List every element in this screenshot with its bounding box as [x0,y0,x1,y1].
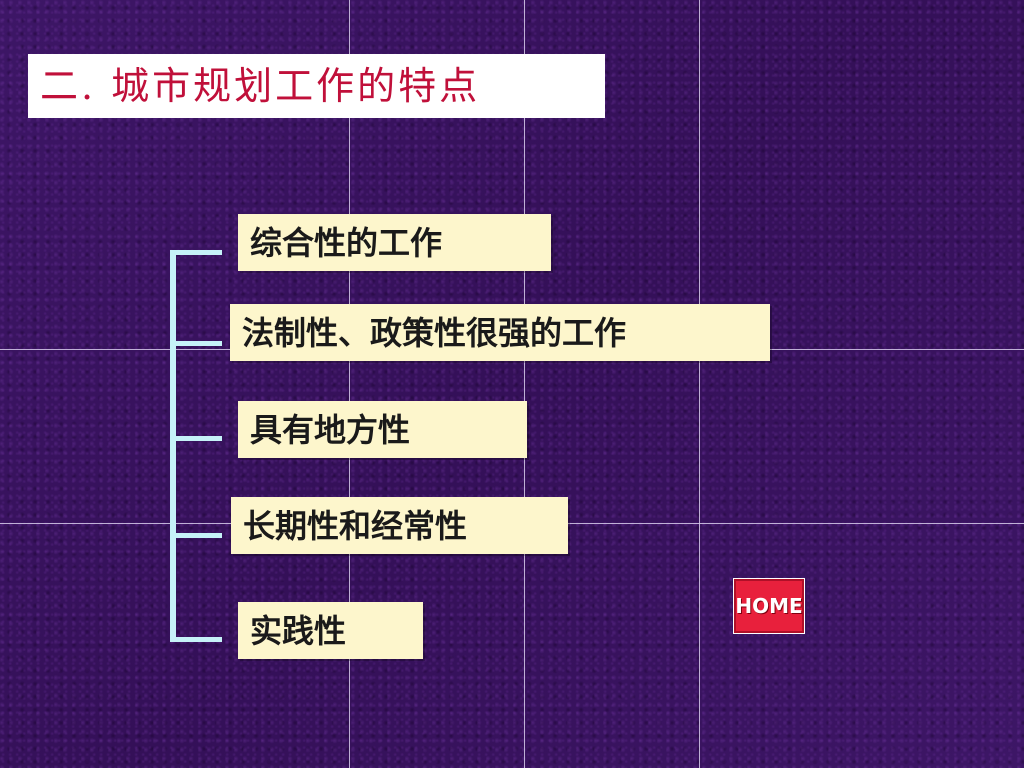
grid-line-vertical-2 [524,0,525,768]
slide-title: 二. 城市规划工作的特点 [40,64,481,108]
list-item-label: 法制性、政策性很强的工作 [242,313,627,352]
list-item-practice: 实践性 [238,602,423,659]
bracket-spine [170,250,176,642]
bracket-tick-2 [170,341,222,346]
home-button[interactable]: HOME [733,578,805,634]
bracket-tick-1 [170,250,222,255]
list-item-comprehensive: 综合性的工作 [238,214,551,271]
grid-line-vertical-1 [349,0,350,768]
list-item-long-term: 长期性和经常性 [231,497,568,554]
list-item-label: 具有地方性 [250,410,411,449]
home-button-label: HOME [735,594,803,618]
list-item-label: 实践性 [250,611,347,650]
bracket-tick-3 [170,436,222,441]
list-item-label: 综合性的工作 [250,223,443,262]
list-item-label: 长期性和经常性 [243,506,468,545]
bracket-tick-5 [170,637,222,642]
slide-title-box: 二. 城市规划工作的特点 [28,54,605,118]
bracket-connector [170,250,222,642]
list-item-legal-policy: 法制性、政策性很强的工作 [230,304,770,361]
grid-line-vertical-3 [699,0,700,768]
bracket-tick-4 [170,533,222,538]
list-item-local: 具有地方性 [238,401,527,458]
